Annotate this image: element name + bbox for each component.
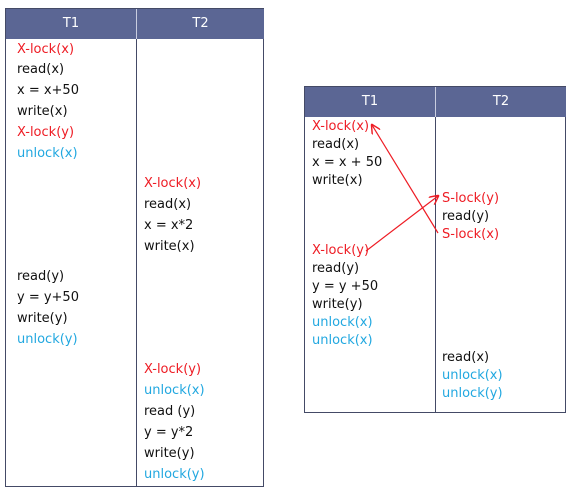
header-t2: T2 [435, 87, 566, 117]
unlock-op: unlock(x) [144, 383, 205, 398]
data-op: read(y) [312, 261, 360, 276]
data-op: read(x) [144, 197, 192, 212]
lock-op: S-lock(x) [442, 227, 500, 242]
data-op: read(x) [312, 137, 360, 152]
lock-op: X-lock(y) [17, 125, 75, 140]
schedule-table-right: T1 T2 X-lock(x) read(x) x = x + 50 write… [304, 86, 566, 413]
data-op: write(x) [144, 239, 195, 254]
data-op: x = x + 50 [312, 155, 383, 170]
data-op: y = y+50 [17, 290, 79, 305]
column-divider [435, 117, 436, 412]
lock-op: S-lock(y) [442, 191, 500, 206]
data-op: read(x) [442, 350, 490, 365]
unlock-op: unlock(x) [312, 315, 373, 330]
wait-arrow-x-lock-y-to-s-lock-y [365, 196, 438, 252]
data-op: write(x) [312, 173, 363, 188]
data-op: y = y*2 [144, 425, 194, 440]
unlock-op: unlock(y) [442, 386, 503, 401]
data-op: read(y) [442, 209, 490, 224]
data-op: write(y) [312, 297, 363, 312]
unlock-op: unlock(y) [144, 467, 205, 482]
lock-op: X-lock(x) [312, 119, 370, 134]
data-op: write(y) [144, 446, 195, 461]
lock-op: X-lock(x) [17, 42, 75, 57]
data-op: x = x*2 [144, 218, 194, 233]
data-op: x = x+50 [17, 83, 79, 98]
header-t1: T1 [6, 9, 136, 39]
lock-op: X-lock(x) [144, 176, 202, 191]
lock-op: X-lock(y) [312, 243, 370, 258]
schedule-table-left: T1 T2 X-lock(x) read(x) x = x+50 write(x… [5, 8, 264, 487]
header-t1: T1 [305, 87, 435, 117]
data-op: write(y) [17, 311, 68, 326]
data-op: read (y) [144, 404, 196, 419]
unlock-op: unlock(y) [17, 332, 78, 347]
unlock-op: unlock(x) [442, 368, 503, 383]
unlock-op: unlock(x) [17, 146, 78, 161]
wait-arrow-s-lock-x-to-x-lock-x [372, 125, 439, 234]
lock-op: X-lock(y) [144, 362, 202, 377]
header-t2: T2 [136, 9, 264, 39]
unlock-op: unlock(x) [312, 333, 373, 348]
column-divider [136, 39, 137, 486]
data-op: y = y +50 [312, 279, 379, 294]
data-op: write(x) [17, 104, 68, 119]
data-op: read(x) [17, 62, 65, 77]
data-op: read(y) [17, 269, 65, 284]
